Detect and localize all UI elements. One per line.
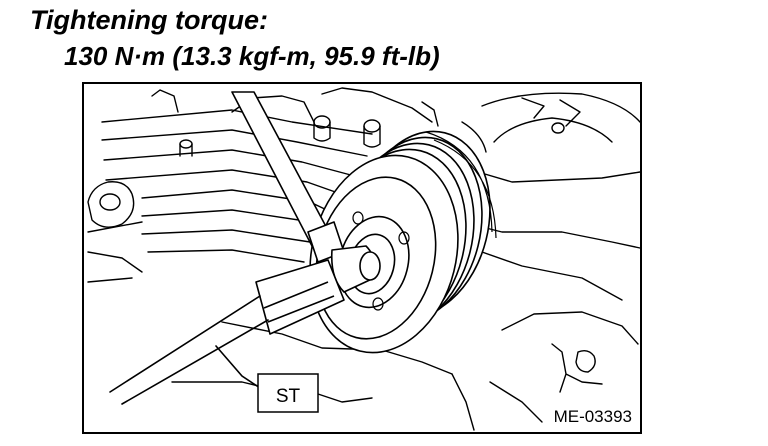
st-callout-box: [257, 373, 319, 413]
crank-pulley-illustration: ST ME-03393: [82, 82, 642, 434]
torque-spec: 130 N·m (13.3 kgf-m, 95.9 ft-lb): [64, 41, 440, 71]
figure-id: ME-03393: [554, 407, 632, 426]
special-tool-label: ST: [276, 386, 301, 407]
tightening-torque-heading: Tightening torque:: [30, 5, 268, 35]
